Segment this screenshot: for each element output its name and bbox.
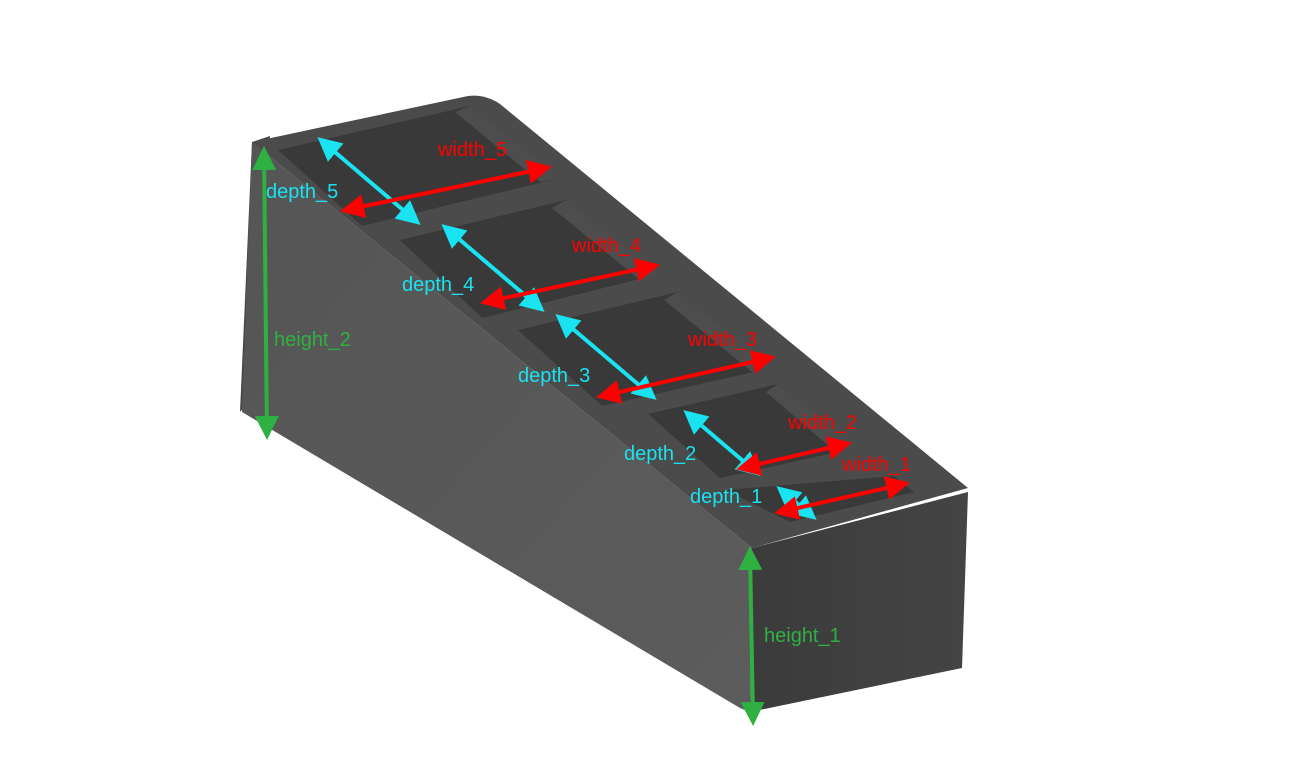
label-height-1: height_1	[764, 625, 841, 647]
height-2-arrow	[252, 146, 279, 440]
width-arrows	[340, 159, 910, 520]
left-side-face	[242, 142, 752, 712]
width-2-arrow	[736, 436, 852, 476]
height-1-arrow	[738, 546, 765, 726]
label-depth-3: depth_3	[518, 365, 590, 387]
label-width-3: width_3	[687, 329, 757, 351]
width-1-arrow	[774, 476, 910, 520]
label-depth-4: depth_4	[402, 274, 474, 296]
width-4-arrow	[480, 258, 660, 310]
label-width-4: width_4	[571, 235, 641, 257]
label-depth-5: depth_5	[266, 181, 338, 203]
front-end-face	[750, 492, 968, 712]
dimension-labels: width_5 width_4 width_3 width_2 width_1 …	[266, 139, 911, 647]
height-arrows	[252, 146, 765, 726]
label-depth-2: depth_2	[624, 443, 696, 465]
organizer-body	[240, 95, 968, 712]
label-depth-1: depth_1	[690, 486, 762, 508]
width-3-arrow	[596, 350, 776, 404]
label-width-2: width_2	[787, 412, 857, 434]
label-width-1: width_1	[841, 454, 911, 476]
label-width-5: width_5	[437, 139, 507, 161]
label-height-2: height_2	[274, 329, 351, 351]
width-5-arrow	[340, 159, 552, 219]
